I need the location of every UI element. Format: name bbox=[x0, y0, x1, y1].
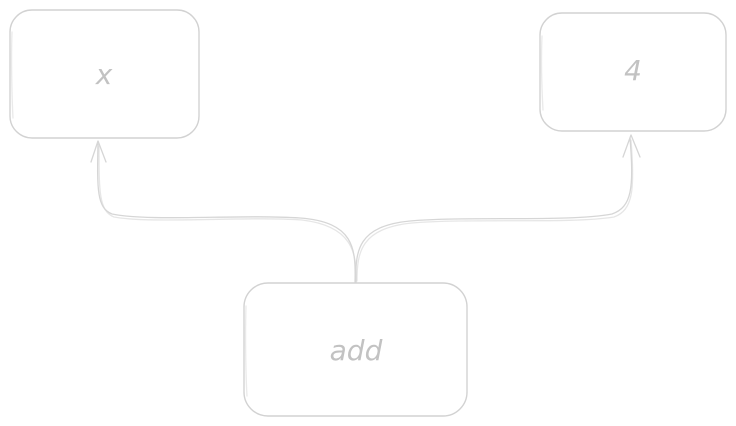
node-x[interactable]: x bbox=[9, 9, 200, 139]
node-add-label: add bbox=[330, 334, 383, 367]
node-4[interactable]: 4 bbox=[539, 12, 727, 132]
node-4-label: 4 bbox=[624, 54, 642, 87]
node-add[interactable]: add bbox=[243, 282, 468, 417]
node-x-label: x bbox=[95, 58, 113, 91]
edge-add-to-x bbox=[90, 140, 357, 284]
edge-add-to-4 bbox=[355, 134, 641, 284]
